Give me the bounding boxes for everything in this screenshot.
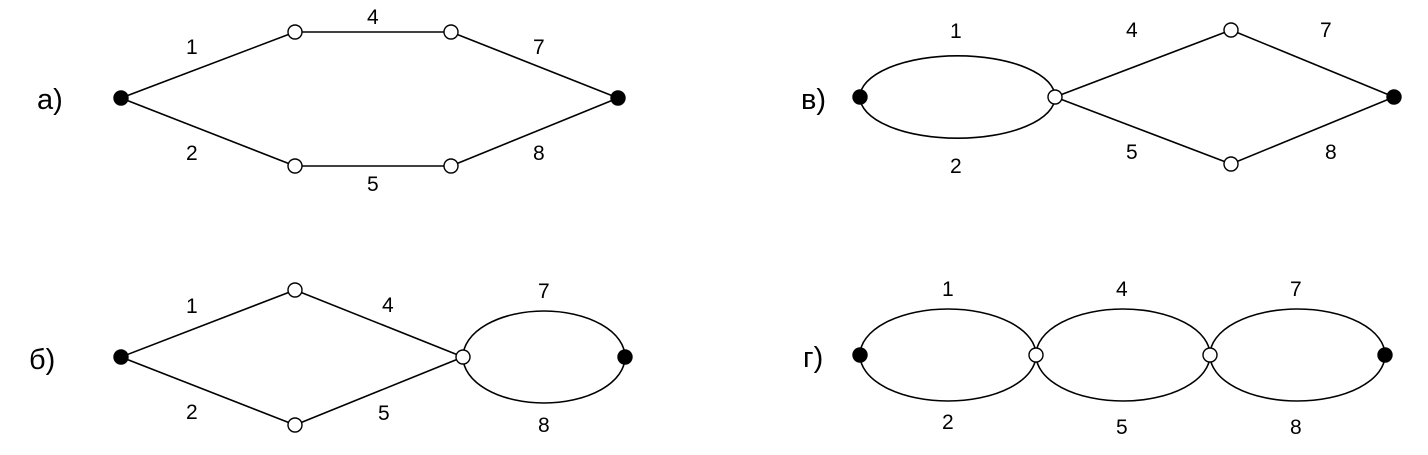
panel-b-edge-1-label: 1 [186,295,198,318]
panel-g-sink-node [1377,347,1393,363]
panel-a-edge-8 [450,97,619,167]
panel-b-edge-7-label: 7 [538,280,550,303]
panel-v-edge-4 [1054,29,1232,98]
panel-g-edge-2 [859,354,1037,402]
panel-b-inner-node [287,417,303,433]
panel-v-edge-7-label: 7 [1320,19,1332,42]
panel-v-edge-1-label: 1 [950,20,962,43]
panel-g-label: г) [803,342,823,374]
panel-v-inner-node [1223,156,1239,172]
panel-a-inner-node [443,158,459,174]
panel-b-edge-2-label: 2 [186,401,198,424]
panel-b-label: б) [29,344,55,376]
panel-g-edge-8 [1209,354,1386,402]
panel-v-inner-node [1223,22,1239,38]
panel-g-edge-1 [859,308,1037,356]
panel-v-edge-7 [1230,29,1395,98]
panel-b-sink-node [617,349,633,365]
panel-a-edge-2 [120,97,296,167]
panel-g: г) 1 4 7 2 5 8 [803,278,1393,439]
panel-b-inner-node [455,349,471,365]
panel-g-inner-node [1202,347,1218,363]
panel-g-edge-8-label: 8 [1290,416,1302,439]
panel-a: а) 1 4 7 2 5 8 [37,6,626,196]
panel-g-inner-node [1028,347,1044,363]
panel-b-edge-5-label: 5 [378,402,390,425]
panel-a-edge-2-label: 2 [186,142,198,165]
panel-a-edge-7 [450,31,619,99]
panel-v-edge-5-label: 5 [1126,141,1138,164]
panel-a-edge-1-label: 1 [186,36,198,59]
panel-b-edge-8 [462,356,626,404]
panel-b-edge-8-label: 8 [538,414,550,437]
panel-g-edge-5 [1035,354,1211,402]
panel-g-edge-1-label: 1 [942,278,954,301]
panel-v-edge-1 [859,54,1056,98]
panel-v-edge-2-label: 2 [950,155,962,178]
panel-v-edge-4-label: 4 [1126,19,1138,42]
panel-g-edge-4 [1035,308,1211,356]
panel-a-edge-1 [120,31,296,99]
panel-a-edge-4-label: 4 [367,6,379,29]
panel-v-edge-8-label: 8 [1325,141,1337,164]
panel-a-label: а) [37,84,63,116]
panel-a-edge-8-label: 8 [533,142,545,165]
panel-b-edge-4-label: 4 [382,294,394,317]
panel-g-edge-5-label: 5 [1116,416,1128,439]
panel-a-sink-node [610,90,626,106]
panel-b-edge-1 [120,289,296,358]
panel-v-source-node [852,89,868,105]
panel-b-edge-4 [294,289,464,358]
panel-b-edge-2 [120,356,296,426]
panel-b-edge-7 [462,310,626,358]
panel-v-edge-2 [859,96,1056,140]
panel-v-inner-node [1047,89,1063,105]
panel-g-source-node [852,347,868,363]
panel-v: в) 1 4 7 2 5 8 [801,19,1402,178]
panel-a-inner-node [287,24,303,40]
panel-b-inner-node [287,282,303,298]
panel-a-edge-5-label: 5 [367,173,379,196]
panel-g-edge-7-label: 7 [1290,278,1302,301]
panel-a-inner-node [443,24,459,40]
panel-g-edge-2-label: 2 [942,411,954,434]
panel-b-source-node [113,349,129,365]
panel-a-edge-7-label: 7 [533,36,545,59]
panel-v-label: в) [801,84,826,116]
panel-a-source-node [113,90,129,106]
panel-v-edge-5 [1054,96,1232,165]
panel-v-sink-node [1386,89,1402,105]
panel-v-edge-8 [1230,96,1395,165]
panel-g-edge-7 [1209,308,1386,356]
panel-g-edge-4-label: 4 [1116,278,1128,301]
panel-b: б) 1 4 7 2 5 8 [29,280,633,437]
panel-b-edge-5 [294,356,464,426]
panel-a-inner-node [287,158,303,174]
